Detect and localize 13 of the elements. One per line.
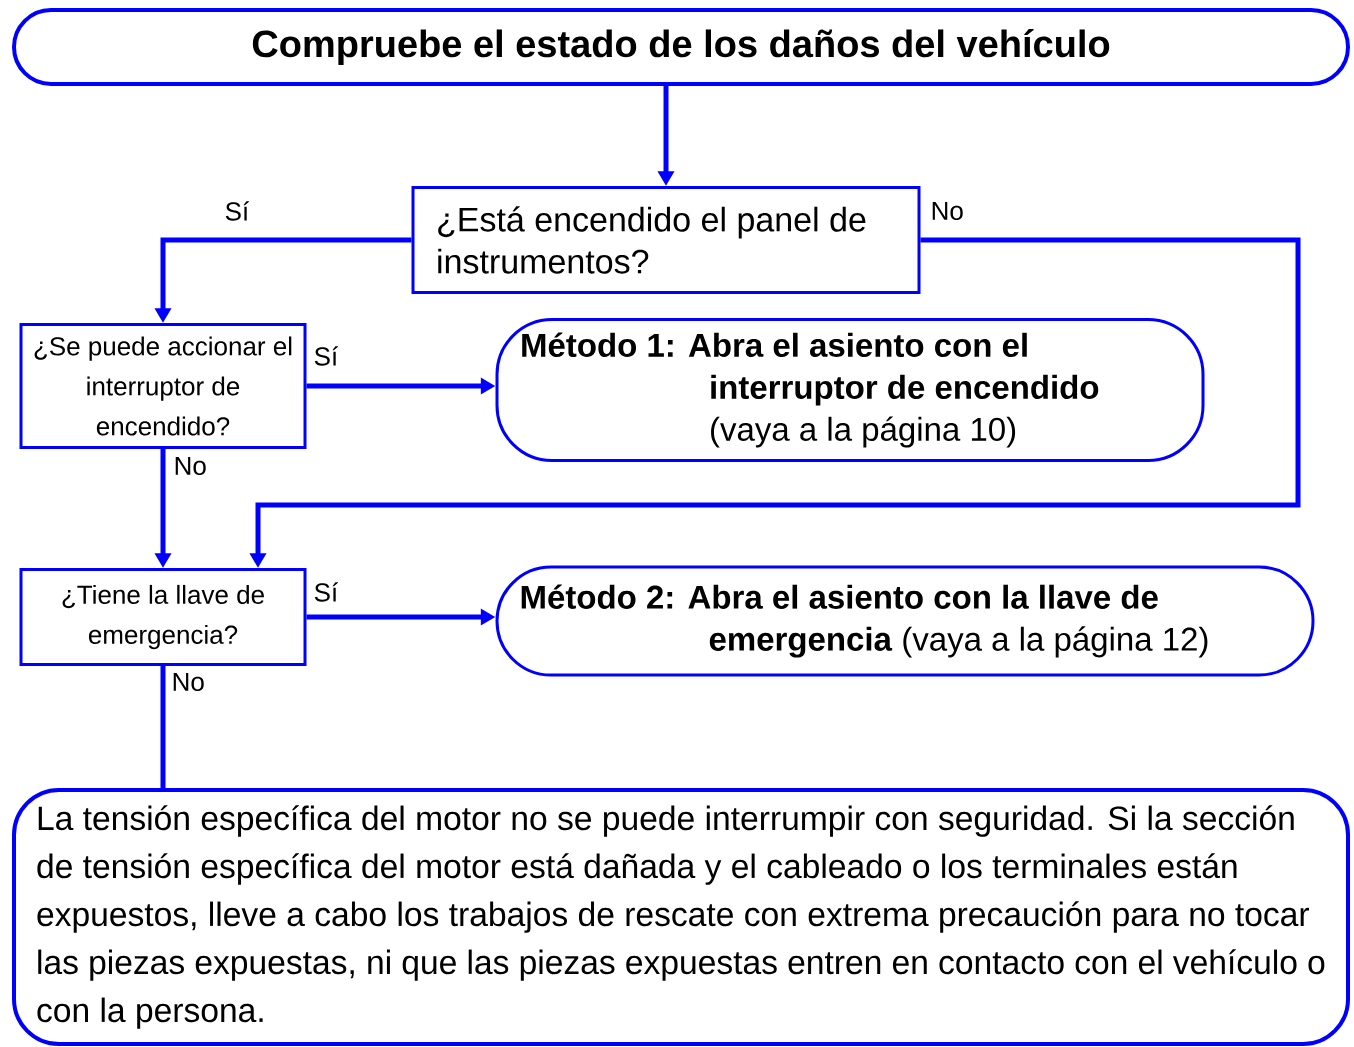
edge-label: Sí [314,346,339,366]
warning-box: La tensión específica del motor no se puede interrumpir con seguridad. Si la sección de tensión específica del motor está dañada y el cableado o los terminales están expuestos, lleve a cabo los trabajos de rescate con extrema precaución para no tocar las piezas expuestas, ni que las piezas expuestas entren en contacto con el vehículo o con la persona. [12,788,1350,1046]
edge-label: Sí [225,201,250,221]
decision-box: ¿Está encendido el panel de instrumentos? [411,186,921,294]
edge-label: No [173,672,204,692]
decision-box: ¿Se puede accionar el interruptor de encendido? [19,323,307,449]
decision-box: ¿Tiene la llave de emergencia? [19,568,307,666]
edge-label: No [175,456,206,476]
title-box: Compruebe el estado de los daños del vehículo [12,8,1350,86]
method-box: Método 1: Abra el asiento con el interruptor de encendido (vaya a la página 10) [495,318,1205,462]
method-box: Método 2: Abra el asiento con la llave de emergencia (vaya a la página 12) [495,565,1315,677]
edge-label: No [932,201,963,221]
edge-label: Sí [314,582,339,602]
